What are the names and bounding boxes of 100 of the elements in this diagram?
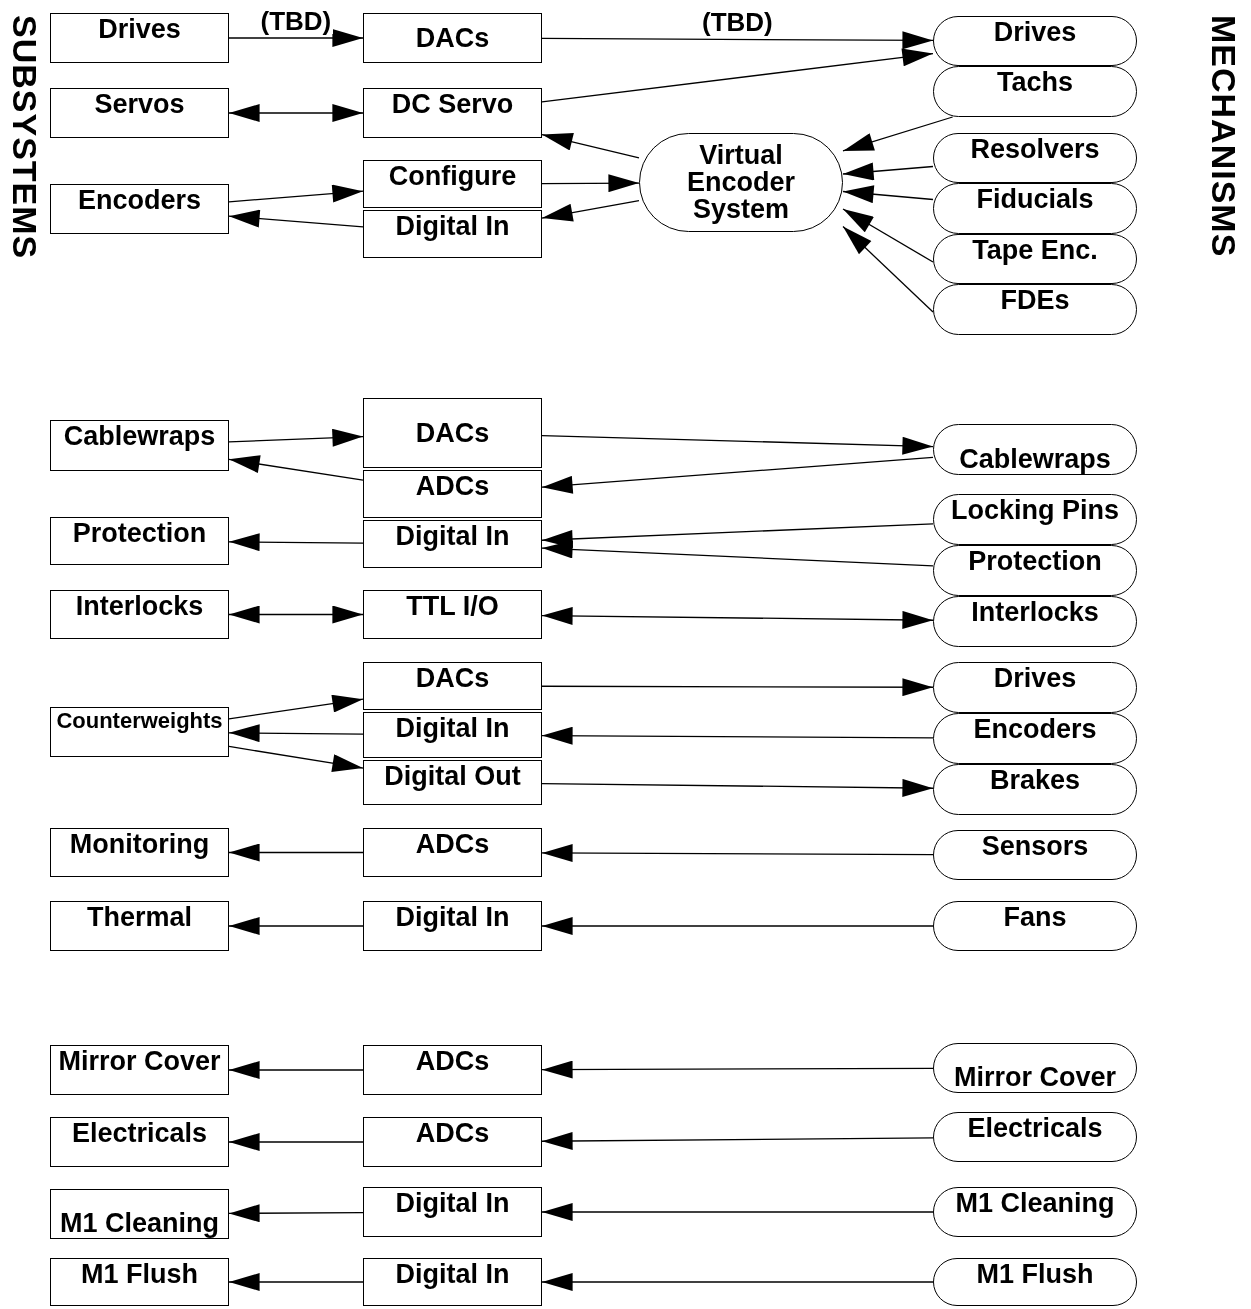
process-box (363, 662, 542, 710)
node-label: Fiducials (976, 186, 1094, 213)
rounded-box (933, 901, 1137, 951)
arrow (228, 209, 364, 228)
rounded-box (933, 133, 1137, 183)
node-label: Mirror Cover (953, 1064, 1116, 1091)
process-box (50, 707, 229, 757)
node-label: FDEs (1000, 287, 1070, 314)
process-box (363, 760, 542, 805)
node-label: Thermal (86, 904, 192, 931)
node-label: Drives (993, 665, 1077, 692)
node-label: Locking Pins (951, 497, 1119, 524)
arrow (541, 1273, 934, 1291)
arrow (228, 843, 364, 862)
process-box (363, 901, 542, 951)
rounded-box (933, 1187, 1137, 1237)
node-label: Digital In (395, 523, 510, 550)
process-box (363, 520, 542, 568)
node-label: Protection (72, 520, 207, 547)
node-label: Digital In (395, 715, 510, 742)
node-label: Configure (388, 163, 517, 190)
rounded-box (933, 830, 1137, 880)
process-box (50, 88, 229, 138)
arrow (228, 29, 364, 47)
node-label: DACs (415, 665, 490, 692)
node-label: TTL I/O (406, 593, 499, 620)
process-box (363, 590, 542, 639)
node-label: Fans (1003, 904, 1067, 931)
node-label: Counterweights (56, 710, 223, 732)
process-box (50, 590, 229, 639)
arrow (541, 917, 934, 935)
process-box (50, 420, 229, 471)
arrow (541, 200, 640, 222)
node-label: ADCs (415, 831, 490, 858)
process-box (363, 160, 542, 208)
node-label: Electricals (71, 1120, 208, 1147)
node-label: Cablewraps (959, 446, 1111, 473)
arrow (541, 606, 934, 629)
node-label: Protection (968, 548, 1102, 575)
arrow (842, 185, 934, 204)
arrow (228, 533, 364, 552)
rounded-box (933, 234, 1137, 284)
process-box (363, 13, 542, 63)
process-box (50, 184, 229, 234)
process-box (50, 517, 229, 565)
arrow (541, 1203, 934, 1221)
arrow (842, 225, 934, 313)
node-label: Digital Out (384, 763, 521, 790)
process-box (50, 1045, 229, 1095)
arrow (228, 745, 364, 773)
node-label: Monitoring (69, 831, 210, 858)
arrow (228, 1273, 364, 1291)
node-label: M1 Cleaning (955, 1190, 1115, 1217)
node-label: DACs (415, 419, 490, 447)
node-label: Mirror Cover (58, 1048, 221, 1075)
process-box (363, 470, 542, 518)
arrow (541, 844, 934, 862)
process-box (363, 1045, 542, 1095)
node-label: Sensors (981, 833, 1089, 860)
arrow (541, 456, 934, 494)
side-heading: MECHANISMS (1207, 15, 1241, 258)
arrow (541, 678, 934, 697)
arrow (228, 1204, 364, 1223)
node-label: M1 Cleaning (60, 1210, 219, 1237)
arrow (228, 694, 364, 720)
node-label: Electricals (967, 1115, 1103, 1142)
process-box (363, 1258, 542, 1306)
node-label: Resolvers (970, 136, 1100, 163)
arrow (842, 116, 954, 152)
node-label: DC Servo (391, 91, 514, 118)
node-label: Interlocks (971, 599, 1099, 626)
process-box (363, 1117, 542, 1167)
node-label: Cablewraps (63, 423, 216, 450)
process-box (363, 398, 542, 468)
arrow (228, 1133, 364, 1151)
node-label: Servos (94, 91, 185, 118)
node-label: Digital In (395, 904, 510, 931)
process-box (363, 88, 542, 138)
arrow (541, 1131, 934, 1150)
node-label: Digital In (395, 1190, 510, 1217)
node-label: Digital In (395, 1261, 510, 1288)
process-box (363, 210, 542, 258)
process-box (50, 1258, 229, 1306)
node-label: Digital In (395, 213, 510, 240)
node-label: DACs (415, 24, 490, 52)
process-box (50, 828, 229, 877)
node-label: Encoders (77, 187, 201, 214)
node-label: ADCs (415, 1048, 490, 1075)
arrow (842, 208, 934, 263)
arrow (541, 540, 934, 567)
arrow (541, 31, 934, 50)
arrow (228, 455, 364, 481)
process-box (50, 901, 229, 951)
arrow (228, 917, 364, 935)
side-heading: SUBSYSTEMS (8, 15, 42, 260)
node-label: Tachs (997, 69, 1073, 96)
arrow (228, 428, 364, 447)
node-label: Tape Enc. (972, 237, 1098, 264)
node-label: Brakes (989, 767, 1081, 794)
arrow (228, 724, 364, 743)
